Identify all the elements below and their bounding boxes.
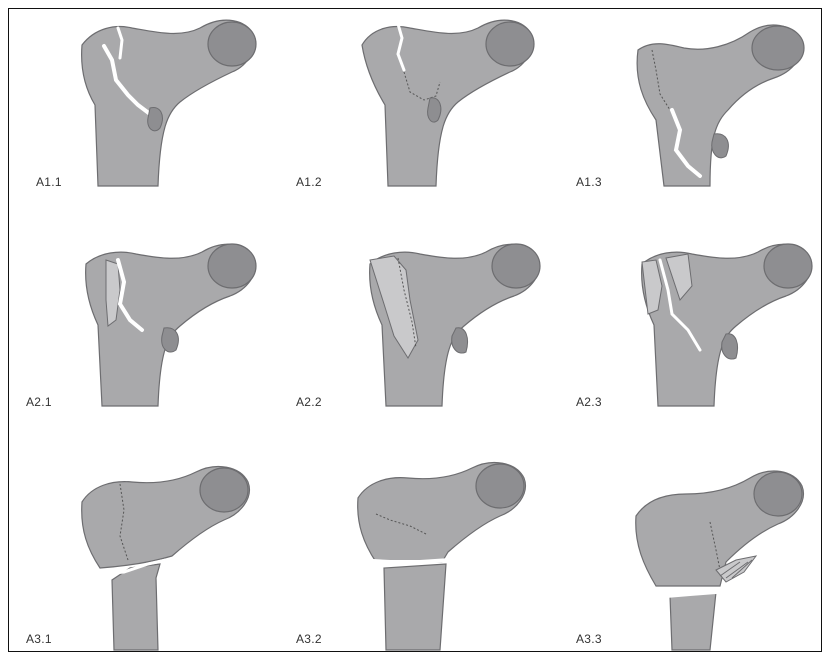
panel-label: A3.2: [296, 632, 322, 646]
panel-label: A3.1: [26, 632, 52, 646]
femoral-head: [752, 26, 804, 70]
panel-label: A3.3: [576, 632, 602, 646]
femoral-head: [492, 244, 540, 288]
panel-label: A2.2: [296, 395, 322, 409]
femoral-head: [476, 464, 524, 508]
lesser-trochanter: [722, 334, 738, 359]
fracture-line: [356, 560, 450, 562]
panel-label: A1.1: [36, 175, 62, 189]
femoral-head: [486, 22, 534, 66]
panel-label: A2.1: [26, 395, 52, 409]
lesser-trochanter: [428, 98, 441, 122]
panel-a3-3: A3.3: [560, 450, 825, 665]
femur-a3-1-illustration: [20, 450, 290, 665]
bone-fragment: [112, 564, 160, 650]
panel-label: A2.3: [576, 395, 602, 409]
lesser-trochanter: [162, 328, 179, 352]
femoral-head: [754, 472, 802, 516]
panel-a3-2: A3.2: [290, 450, 560, 665]
panel-a3-1: A3.1: [20, 450, 290, 665]
femur-a2-2-illustration: [290, 230, 560, 445]
panel-label: A1.2: [296, 175, 322, 189]
femur-a2-1-illustration: [20, 230, 290, 445]
femur-a1-3-illustration: [560, 10, 825, 225]
panel-a2-1: A2.1: [20, 230, 290, 445]
lesser-trochanter: [452, 328, 468, 353]
panel-a1-1: A1.1: [20, 10, 290, 225]
bone-fragment: [670, 592, 716, 650]
panel-a2-2: A2.2: [290, 230, 560, 445]
lesser-trochanter: [712, 134, 729, 158]
femur-a1-2-illustration: [290, 10, 560, 225]
panel-a1-2: A1.2: [290, 10, 560, 225]
femoral-head: [208, 22, 256, 66]
femur-a1-1-illustration: [20, 10, 290, 225]
femur-a3-2-illustration: [290, 450, 560, 665]
panel-label: A1.3: [576, 175, 602, 189]
femoral-head: [200, 468, 248, 512]
panel-a2-3: A2.3: [560, 230, 825, 445]
femur-a2-3-illustration: [560, 230, 825, 445]
femoral-head: [208, 244, 256, 288]
lesser-trochanter: [148, 107, 163, 130]
panel-a1-3: A1.3: [560, 10, 825, 225]
bone-fragment: [384, 564, 446, 650]
femoral-head: [764, 244, 812, 288]
